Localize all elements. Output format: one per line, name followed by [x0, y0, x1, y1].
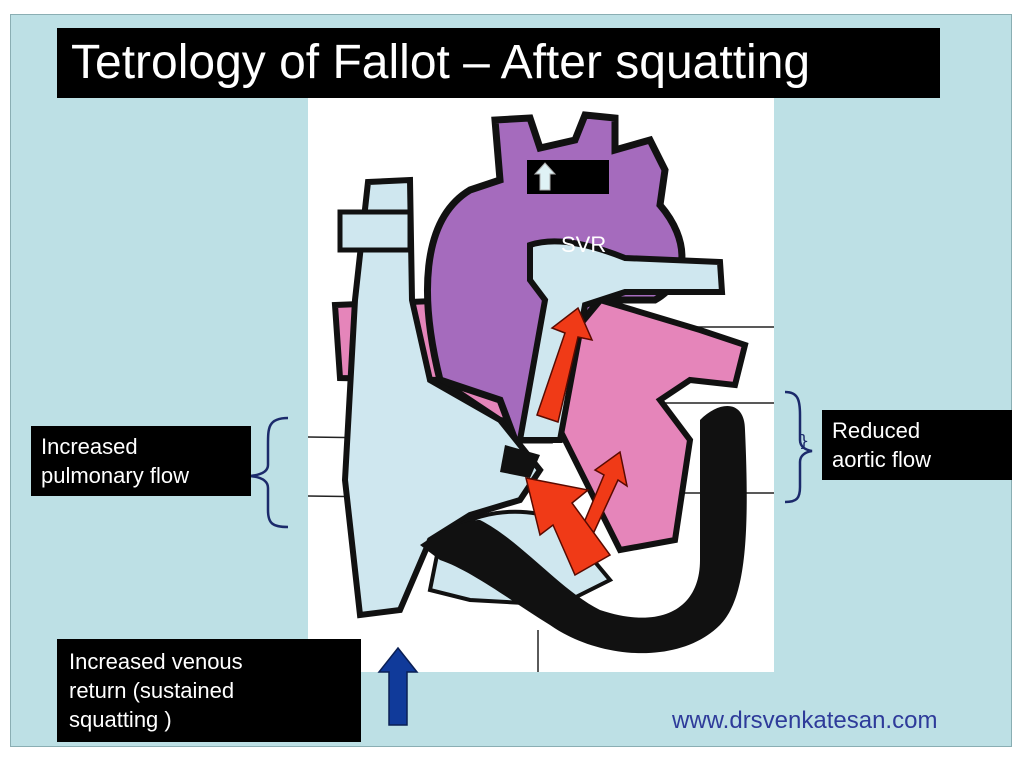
up-arrow-icon [533, 162, 557, 191]
right-heart-chambers [341, 176, 544, 619]
red-arrow-icon [524, 477, 612, 577]
right-curly-bracket [784, 390, 813, 504]
left-ventricle-wall [420, 406, 747, 654]
svr-label-box: SVR [527, 160, 609, 257]
small-bracket-mark: } [799, 431, 809, 450]
venous-return-label: Increased venous return (sustained squat… [57, 639, 361, 742]
left-curly-bracket [249, 416, 289, 529]
up-arrow-icon [377, 646, 419, 726]
aortic-flow-label: Reduced aortic flow [822, 410, 1012, 480]
slide-title: Tetrology of Fallot – After squatting [57, 28, 940, 98]
website-credit: www.drsvenkatesan.com [672, 707, 938, 734]
svr-label: SVR [561, 232, 607, 257]
septum [500, 445, 540, 478]
red-arrow-icon [582, 450, 629, 534]
red-arrow-icon [536, 306, 594, 423]
red-arrow-icon [524, 306, 629, 577]
outflow-tract [516, 238, 726, 443]
pulmonary-flow-label: Increased pulmonary flow [31, 426, 251, 496]
superior-vena-cava-branch [337, 209, 413, 253]
